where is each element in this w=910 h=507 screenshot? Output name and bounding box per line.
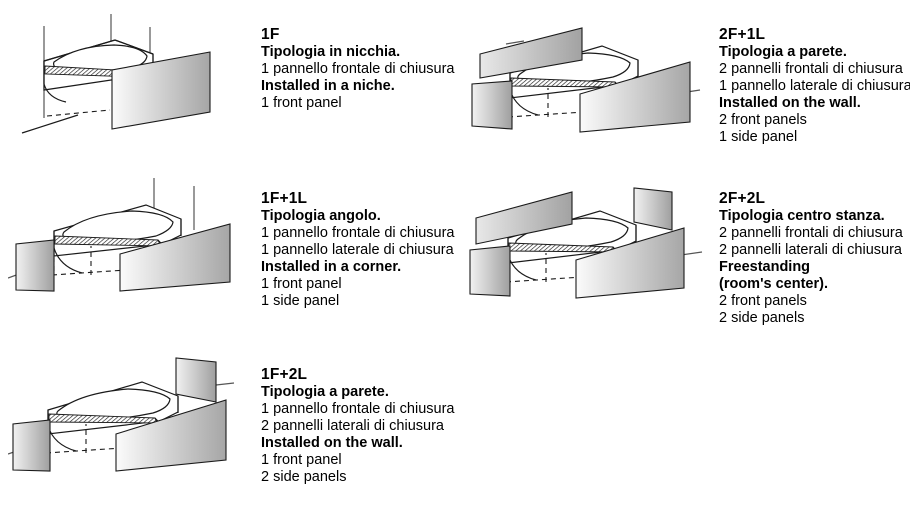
- config-code: 2F+1L: [719, 26, 766, 43]
- config-type-it: Tipologia in nicchia.: [261, 44, 401, 60]
- config-detail-it-2: 1 pannello laterale di chiusura: [261, 242, 454, 258]
- front-panel: [119, 223, 231, 292]
- config-detail-en-2: 2 side panels: [261, 469, 347, 485]
- config-type-en: Installed in a corner.: [261, 259, 402, 275]
- config-detail-it-1: 2 pannelli frontali di chiusura: [719, 61, 903, 77]
- config-detail-en-1: 2 front panels: [719, 293, 807, 309]
- front-panel: [115, 399, 227, 472]
- diagram-2f1l-svg: [471, 27, 701, 133]
- config-code: 1F+1L: [261, 190, 308, 207]
- side-panel-right: [633, 187, 673, 231]
- diagram-1f2l-svg: [7, 357, 235, 472]
- caption-1f: 1F Tipologia in nicchia. 1 pannello fron…: [261, 26, 454, 112]
- config-detail-it-1: 1 pannello frontale di chiusura: [261, 401, 455, 417]
- config-type-en: Installed on the wall.: [261, 435, 403, 451]
- config-type-en-line2: (room's center).: [719, 276, 828, 292]
- front-panel-front: [579, 61, 691, 133]
- config-code: 1F+2L: [261, 366, 308, 383]
- config-detail-en-1: 1 front panel: [261, 276, 342, 292]
- diagram-2f2l-svg: [469, 187, 703, 299]
- config-code: 1F: [261, 26, 280, 43]
- config-detail-it-1: 1 pannello frontale di chiusura: [261, 61, 455, 77]
- side-panel-left: [12, 419, 51, 472]
- config-detail-en-2: 2 side panels: [719, 310, 805, 326]
- config-detail-it-2: 2 pannelli laterali di chiusura: [261, 418, 444, 434]
- config-type-en: Installed on the wall.: [719, 95, 861, 111]
- caption-2f2l: 2F+2L Tipologia centro stanza. 2 pannell…: [719, 190, 903, 327]
- diagram-1f1l-svg: [7, 178, 231, 292]
- config-type-it: Tipologia a parete.: [261, 384, 389, 400]
- config-type-en: Installed in a niche.: [261, 78, 395, 94]
- diagram-1f1l: [7, 178, 260, 328]
- config-detail-en-1: 2 front panels: [719, 112, 807, 128]
- diagram-1f2l: [7, 352, 260, 507]
- config-detail-en-2: 1 side panel: [261, 293, 340, 309]
- config-detail-it-1: 2 pannelli frontali di chiusura: [719, 225, 903, 241]
- config-type-en: Freestanding: [719, 259, 811, 275]
- side-panel-left: [471, 80, 513, 130]
- config-detail-it-1: 1 pannello frontale di chiusura: [261, 225, 455, 241]
- side-panel-left: [469, 245, 511, 297]
- config-code: 2F+2L: [719, 190, 766, 207]
- front-panel-back: [479, 27, 583, 79]
- diagram-2f1l: [462, 16, 714, 166]
- front-panel-back: [475, 191, 573, 245]
- config-type-it: Tipologia angolo.: [261, 208, 381, 224]
- front-panel: [111, 51, 211, 130]
- side-panel-left: [15, 239, 55, 292]
- config-detail-it-2: 1 pannello laterale di chiusura: [719, 78, 910, 94]
- diagram-2f2l: [462, 182, 714, 332]
- config-detail-en-2: 1 side panel: [719, 129, 798, 145]
- caption-1f2l: 1F+2L Tipologia a parete. 1 pannello fro…: [261, 366, 454, 486]
- config-type-it: Tipologia centro stanza.: [719, 208, 885, 224]
- config-detail-en-1: 1 front panel: [261, 95, 342, 111]
- caption-1f1l: 1F+1L Tipologia angolo. 1 pannello front…: [261, 190, 454, 310]
- config-detail-it-2: 2 pannelli laterali di chiusura: [719, 242, 902, 258]
- diagram-1f: [14, 14, 254, 169]
- side-panel-right: [175, 357, 217, 403]
- caption-2f1l: 2F+1L Tipologia a parete. 2 pannelli fro…: [719, 26, 910, 146]
- front-panel-front: [575, 227, 685, 299]
- config-detail-en-1: 1 front panel: [261, 452, 342, 468]
- diagram-1f-svg: [21, 14, 211, 134]
- config-type-it: Tipologia a parete.: [719, 44, 847, 60]
